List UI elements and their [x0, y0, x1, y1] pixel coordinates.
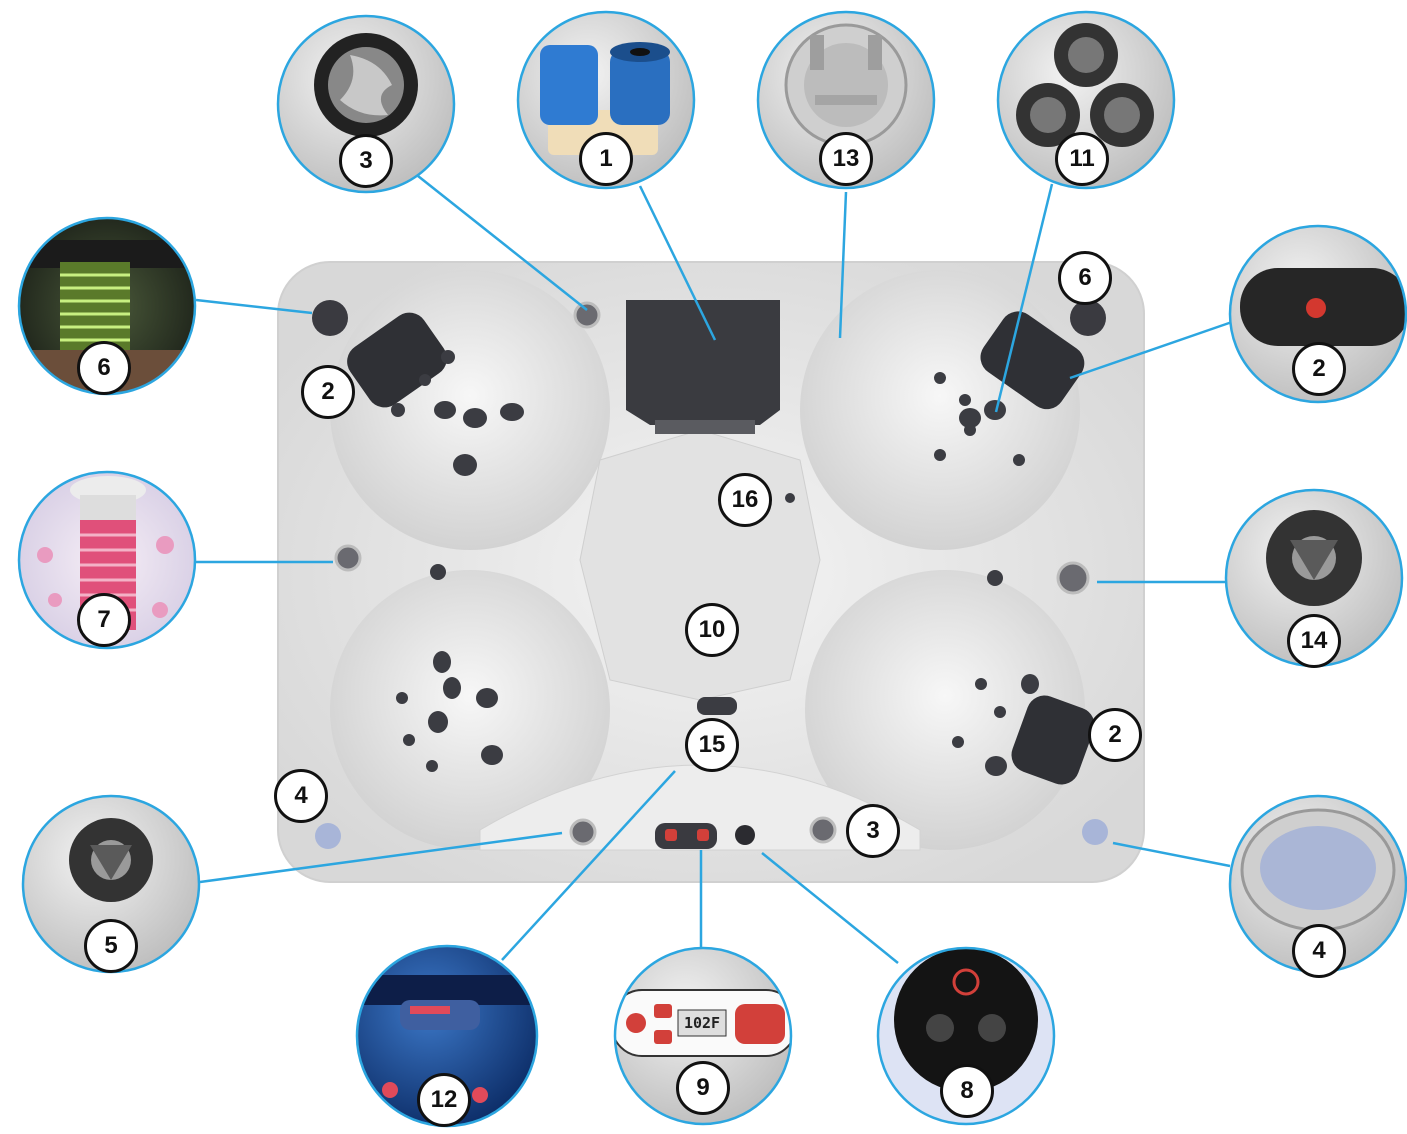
callout-number-5: 5 — [84, 919, 138, 973]
tub-label-2-right: 2 — [1088, 708, 1142, 762]
callout-number-12: 12 — [417, 1073, 471, 1127]
tub-label-3: 3 — [846, 804, 900, 858]
callout-number-13: 13 — [819, 132, 873, 186]
tub-label-4: 4 — [274, 769, 328, 823]
callout-number-11: 11 — [1055, 132, 1109, 186]
control-panel-display: 102F — [678, 1010, 726, 1036]
tub-label-6: 6 — [1058, 251, 1112, 305]
tub-label-10: 10 — [685, 603, 739, 657]
tub-label-2-left: 2 — [301, 365, 355, 419]
callout-number-8: 8 — [940, 1064, 994, 1118]
callout-number-2-right: 2 — [1292, 342, 1346, 396]
callout-number-9: 9 — [676, 1061, 730, 1115]
tub-label-16: 16 — [718, 473, 772, 527]
filter-lid — [626, 300, 780, 425]
callout-number-1: 1 — [579, 132, 633, 186]
tub-label-15: 15 — [685, 718, 739, 772]
callout-number-7: 7 — [77, 593, 131, 647]
callout-number-3-top: 3 — [339, 134, 393, 188]
callout-number-14: 14 — [1287, 614, 1341, 668]
callout-number-6-left: 6 — [77, 341, 131, 395]
callout-number-4-right: 4 — [1292, 924, 1346, 978]
